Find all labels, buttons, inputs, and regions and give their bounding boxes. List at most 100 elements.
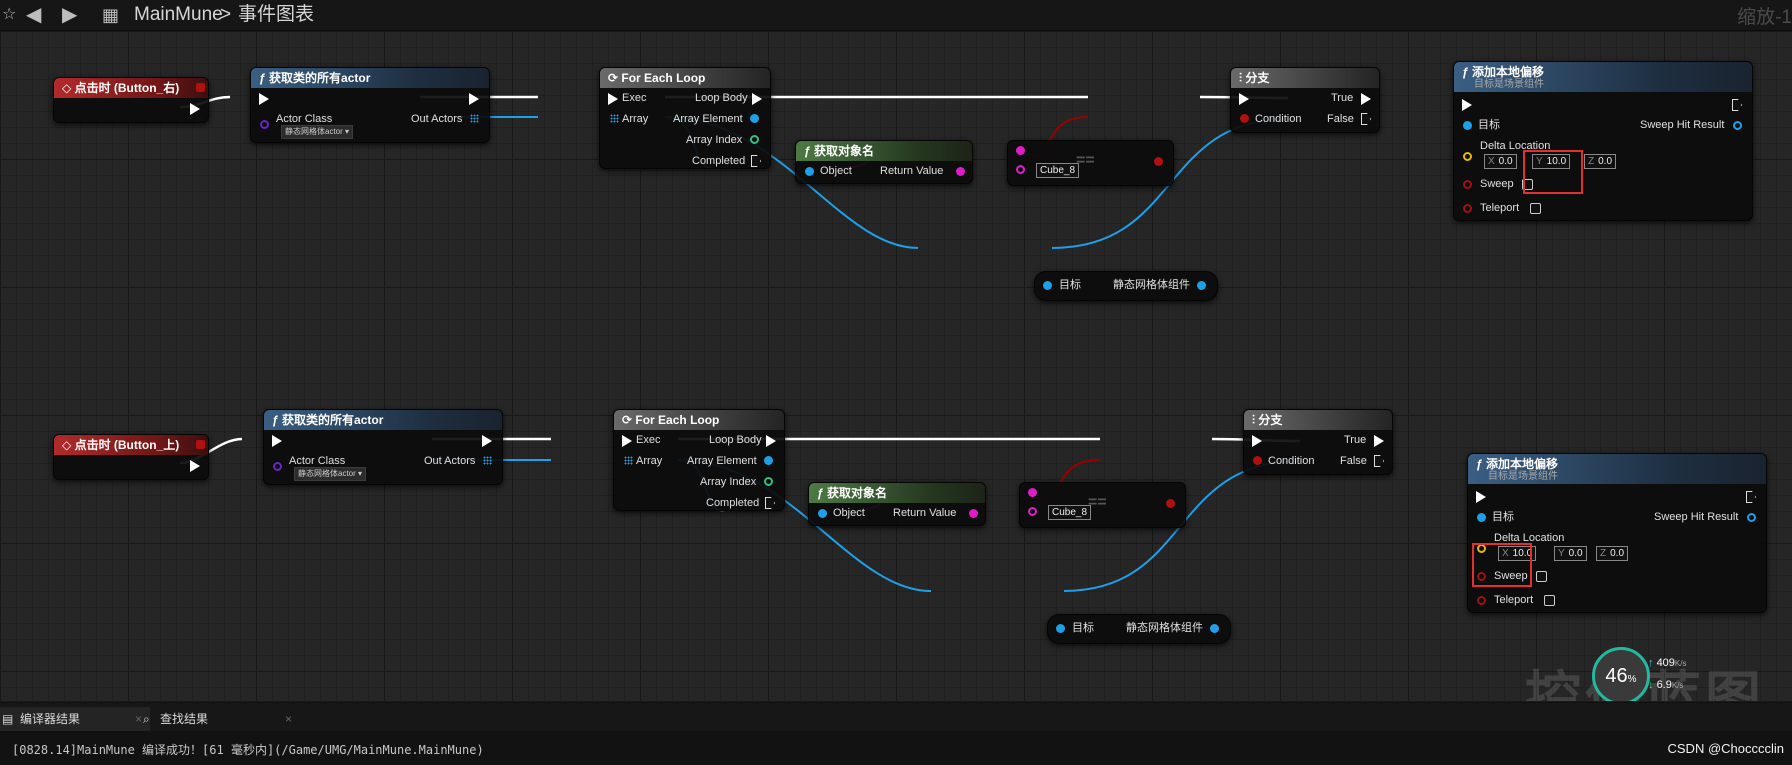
object-pin[interactable] <box>805 167 814 176</box>
add-local-offset-node[interactable]: ƒ 添加本地偏移 目标是场景组件 目标 Sweep Hit Result Del… <box>1453 61 1753 221</box>
tab-find-results[interactable]: ⌕ 查找结果 × <box>140 707 300 731</box>
exec-in-pin[interactable] <box>1462 99 1472 111</box>
false-pin[interactable] <box>1361 113 1371 125</box>
exec-in-pin[interactable] <box>272 435 282 447</box>
event-node-up[interactable]: ◇ 点击时 (Button_上) <box>53 434 209 480</box>
loop-body-pin[interactable] <box>766 435 776 447</box>
exec-out-pin[interactable] <box>1732 99 1742 111</box>
target-pin[interactable] <box>1056 624 1065 633</box>
component-getter-node[interactable]: 目标 静态网格体组件 <box>1047 614 1231 644</box>
exec-out-pin[interactable] <box>190 103 200 115</box>
compare-value-input[interactable]: Cube_8 <box>1048 505 1092 520</box>
forward-arrow-icon[interactable]: ▶ <box>62 4 78 26</box>
sweep-hit-pin[interactable] <box>1733 121 1742 130</box>
bool-out-pin[interactable] <box>1166 499 1175 508</box>
sweep-checkbox[interactable] <box>1536 571 1547 582</box>
array-element-pin[interactable] <box>764 456 773 465</box>
component-out-pin[interactable] <box>1210 624 1219 633</box>
breadcrumb-graph[interactable]: 事件图表 <box>238 4 315 25</box>
sweep-pin[interactable] <box>1463 180 1472 189</box>
string-b-pin[interactable] <box>1028 507 1037 516</box>
target-pin[interactable] <box>1043 281 1052 290</box>
string-a-pin[interactable] <box>1028 488 1037 497</box>
exec-out-pin[interactable] <box>482 435 492 447</box>
sweep-checkbox[interactable] <box>1522 179 1533 190</box>
branch-node[interactable]: ⫶ 分支 True Condition False <box>1230 67 1380 133</box>
for-each-loop-node[interactable]: ⟳ For Each Loop Exec Loop Body Array Arr… <box>599 67 771 169</box>
get-object-name-node[interactable]: ƒ 获取对象名 Object Return Value <box>795 140 973 184</box>
equal-node[interactable]: Cube_8 == <box>1019 482 1186 528</box>
exec-in-pin[interactable] <box>608 93 618 105</box>
exec-in-pin[interactable] <box>259 93 269 105</box>
object-pin[interactable] <box>818 509 827 518</box>
get-object-name-node[interactable]: ƒ 获取对象名 Object Return Value <box>808 482 986 526</box>
actor-class-pin[interactable] <box>273 462 282 471</box>
out-actors-pin[interactable] <box>470 114 479 123</box>
star-icon[interactable]: ☆ <box>2 6 17 23</box>
array-in-pin[interactable] <box>610 114 619 123</box>
get-all-actors-node[interactable]: ƒ 获取类的所有actor Actor Class 静态网格体actor ▾ O… <box>263 409 503 485</box>
true-pin[interactable] <box>1361 93 1371 105</box>
exec-in-pin[interactable] <box>1252 435 1262 447</box>
return-value-pin[interactable] <box>969 509 978 518</box>
teleport-checkbox[interactable] <box>1530 203 1541 214</box>
actor-class-pin[interactable] <box>260 120 269 129</box>
completed-pin[interactable] <box>765 497 775 509</box>
exec-in-pin[interactable] <box>1239 93 1249 105</box>
tab-compiler-results[interactable]: ▤ 编译器结果 × <box>0 707 150 731</box>
delta-location-pin[interactable] <box>1477 544 1486 553</box>
back-arrow-icon[interactable]: ◀ <box>26 4 42 26</box>
teleport-checkbox[interactable] <box>1544 595 1555 606</box>
event-node-right[interactable]: ◇ 点击时 (Button_右) <box>53 77 209 123</box>
return-value-pin[interactable] <box>956 167 965 176</box>
loop-body-pin[interactable] <box>752 93 762 105</box>
string-a-pin[interactable] <box>1016 146 1025 155</box>
close-icon[interactable]: × <box>134 712 142 726</box>
actor-class-dropdown[interactable]: 静态网格体actor ▾ <box>281 125 354 139</box>
add-local-offset-node[interactable]: ƒ 添加本地偏移 目标是场景组件 目标 Sweep Hit Result Del… <box>1467 453 1767 613</box>
target-pin[interactable] <box>1463 121 1472 130</box>
for-each-loop-node[interactable]: ⟳ For Each Loop Exec Loop Body Array Arr… <box>613 409 785 511</box>
true-pin[interactable] <box>1374 435 1384 447</box>
completed-pin[interactable] <box>751 155 761 167</box>
teleport-pin[interactable] <box>1477 596 1486 605</box>
exec-in-pin[interactable] <box>622 435 632 447</box>
log-line[interactable]: [0828.14]MainMune 编译成功！[61 毫秒内](/Game/UM… <box>12 743 484 757</box>
event-delegate-pin[interactable] <box>196 440 205 449</box>
array-in-pin[interactable] <box>624 456 633 465</box>
array-element-pin[interactable] <box>750 114 759 123</box>
get-all-actors-node[interactable]: ƒ 获取类的所有actor Actor Class 静态网格体actor ▾ O… <box>250 67 490 143</box>
bool-out-pin[interactable] <box>1154 157 1163 166</box>
exec-in-pin[interactable] <box>1476 491 1486 503</box>
condition-pin[interactable] <box>1240 114 1249 123</box>
equal-node[interactable]: Cube_8 == <box>1007 140 1174 186</box>
target-pin[interactable] <box>1477 513 1486 522</box>
actor-class-dropdown[interactable]: 静态网格体actor ▾ <box>294 467 367 481</box>
breadcrumb-root[interactable]: MainMune <box>134 4 223 25</box>
condition-pin[interactable] <box>1253 456 1262 465</box>
delta-location-pin[interactable] <box>1463 152 1472 161</box>
branch-node[interactable]: ⫶ 分支 True Condition False <box>1243 409 1393 475</box>
sweep-pin[interactable] <box>1477 572 1486 581</box>
out-actors-pin[interactable] <box>483 456 492 465</box>
exec-out-pin[interactable] <box>469 93 479 105</box>
exec-out-pin[interactable] <box>1746 491 1756 503</box>
component-getter-node[interactable]: 目标 静态网格体组件 <box>1034 271 1218 301</box>
teleport-pin[interactable] <box>1463 204 1472 213</box>
event-delegate-pin[interactable] <box>196 83 205 92</box>
blueprint-graph-canvas[interactable]: ◇ 点击时 (Button_右) ƒ 获取类的所有actor Actor Cla… <box>0 31 1792 701</box>
component-out-pin[interactable] <box>1197 281 1206 290</box>
array-index-pin[interactable] <box>764 477 773 486</box>
exec-out-pin[interactable] <box>190 460 200 472</box>
close-icon[interactable]: × <box>284 712 292 726</box>
array-index-pin[interactable] <box>750 135 759 144</box>
compare-value-input[interactable]: Cube_8 <box>1036 163 1080 178</box>
sweep-hit-pin[interactable] <box>1747 513 1756 522</box>
false-pin[interactable] <box>1374 455 1384 467</box>
